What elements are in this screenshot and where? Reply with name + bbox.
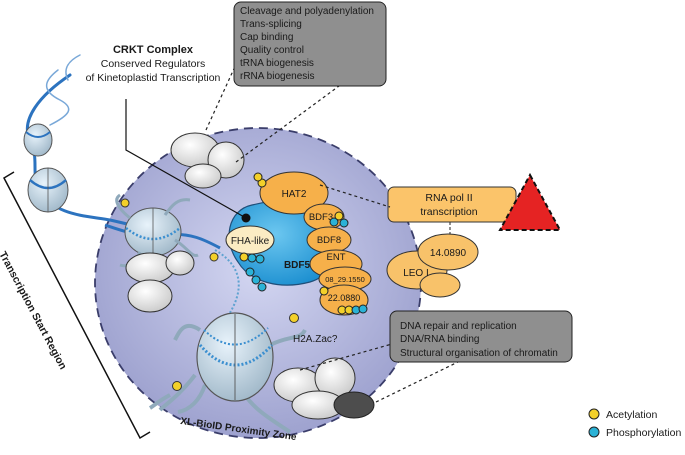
svg-text:08_29.1550: 08_29.1550 (325, 275, 365, 284)
top-info-box: Cleavage and polyadenylation Trans-splic… (233, 1, 387, 87)
fha-like-label: FHA-like (231, 236, 270, 247)
rna-pol-ii-box: RNA pol II transcription (387, 186, 517, 223)
acetylation-mark (334, 211, 344, 221)
crkt-subtitle-1: Conserved Regulators (101, 58, 205, 70)
bdf8-protein: BDF8 (306, 226, 352, 254)
acetylation-mark (289, 313, 299, 323)
nucleosome-small-2 (27, 167, 69, 213)
top-box-line: rRNA biogenesis (240, 71, 314, 82)
grey-protein-cluster-bottom (273, 357, 375, 420)
phosphorylation-mark (255, 254, 265, 264)
phosphorylation-mark (257, 282, 267, 292)
leo-label: LEO I (403, 268, 429, 279)
nucleosome-small-1 (23, 123, 53, 157)
svg-text:BDF8: BDF8 (317, 235, 341, 246)
svg-text:BDF3: BDF3 (309, 212, 333, 223)
crkt-subtitle-2: of Kinetoplastid Transcription (86, 72, 221, 84)
phosphorylation-mark (247, 253, 257, 263)
phosphorylation-mark (251, 275, 261, 285)
acetylation-legend-icon (588, 408, 600, 420)
svg-text:HAT2: HAT2 (282, 189, 307, 200)
phosphorylation-legend-icon (588, 426, 600, 438)
phosphorylation-mark (339, 218, 349, 228)
acetylation-mark (209, 252, 219, 262)
bottom-box-line: DNA/RNA binding (400, 334, 479, 345)
top-box-line: Cap binding (240, 32, 293, 43)
crkt-title: CRKT Complex (113, 44, 194, 56)
bdf5-label: BDF5 (284, 260, 311, 271)
nucleosome-large (148, 312, 307, 434)
svg-text:transcription: transcription (420, 206, 477, 218)
top-box-line: tRNA biogenesis (240, 58, 314, 69)
tsr-bracket (3, 171, 151, 440)
h2a-label: H2A.Zac? (293, 334, 338, 345)
warning-triangle-icon (498, 172, 562, 231)
phosphorylation-mark (329, 217, 339, 227)
acetylation-mark (239, 252, 249, 262)
acetylation-legend-label: Acetylation (606, 409, 658, 421)
acetylation-mark (319, 286, 329, 296)
acetylation-mark (120, 198, 130, 208)
modification-marks (239, 172, 368, 315)
bottom-box-line: DNA repair and replication (400, 321, 517, 332)
phosphorylation-mark (245, 267, 255, 277)
grey-protein-cluster-top (170, 132, 245, 189)
protein-14-0890 (417, 233, 479, 271)
tsr-label: Transcription Start Region (0, 250, 69, 372)
legend: Acetylation Phosphorylation (588, 408, 681, 439)
leo-complex: 14.0890 LEO I (386, 233, 479, 298)
grey-protein-cluster-left (125, 250, 195, 313)
svg-text:RNA pol II: RNA pol II (425, 192, 472, 204)
acetylation-mark (253, 172, 263, 182)
svg-text:22.0880: 22.0880 (328, 293, 361, 303)
acetylation-mark (172, 381, 182, 391)
top-box-line: Cleavage and polyadenylation (240, 6, 374, 17)
bottom-box-line: Structural organisation of chromatin (400, 348, 558, 359)
svg-text:ENT: ENT (327, 252, 346, 263)
crkt-leader-line (125, 99, 247, 219)
phosphorylation-legend-label: Phosphorylation (606, 427, 681, 439)
nucleosome-mid (104, 193, 221, 268)
dna-dotted-linker (214, 249, 240, 321)
hat2-protein: HAT2 (259, 171, 329, 215)
p14-label: 14.0890 (430, 248, 467, 259)
phosphorylation-mark (358, 304, 368, 314)
bottom-info-box: DNA repair and replication DNA/RNA bindi… (389, 310, 573, 363)
top-box-line: Quality control (240, 45, 304, 56)
top-box-line: Trans-splicing (240, 19, 302, 30)
